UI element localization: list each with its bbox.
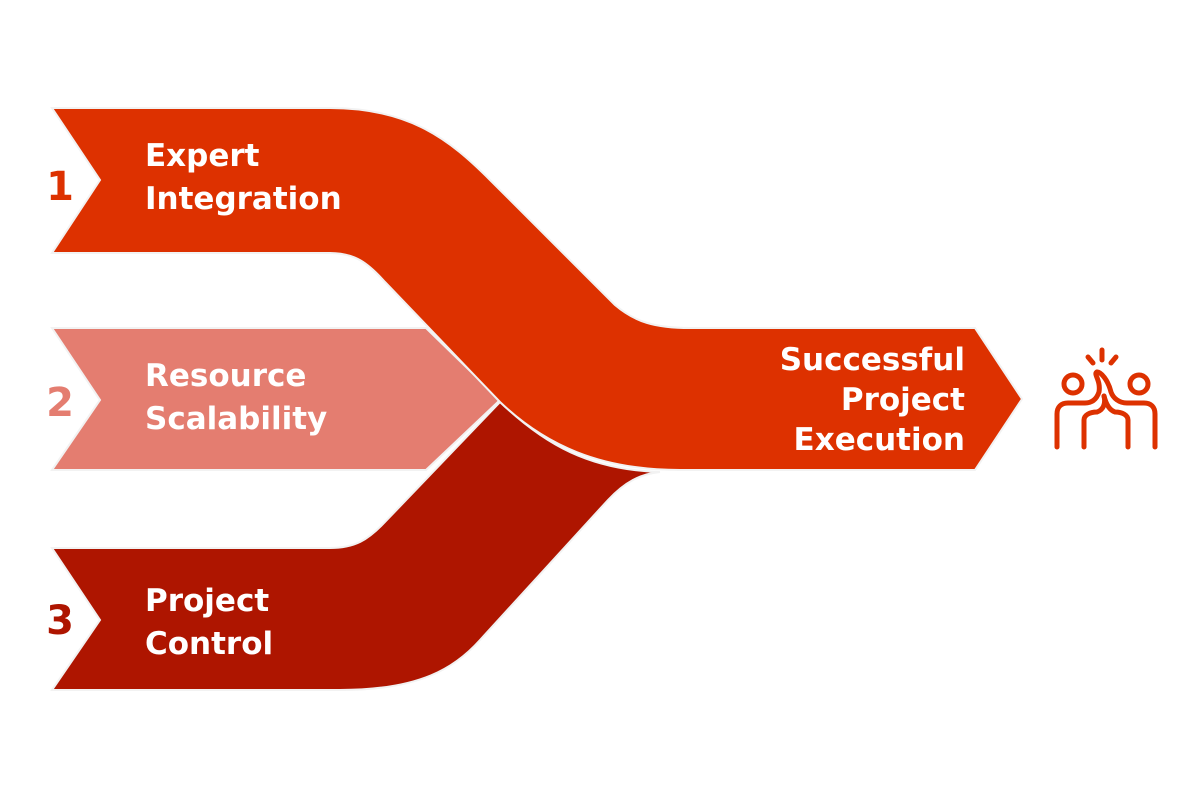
band-expert-integration[interactable] bbox=[50, 107, 1024, 471]
band-project-control bbox=[50, 400, 661, 691]
outcome-line1: Successful bbox=[780, 342, 965, 378]
step-number-1: 1 bbox=[46, 164, 74, 210]
input-2-line1: Resource bbox=[145, 358, 306, 394]
input-2-line2: Scalability bbox=[145, 401, 327, 437]
step-number-2: 2 bbox=[46, 380, 74, 426]
outcome-line3: Execution bbox=[794, 422, 965, 458]
step-number-3: 3 bbox=[46, 598, 74, 644]
band-resource-scalability bbox=[50, 327, 502, 471]
input-1-line1: Expert bbox=[145, 138, 260, 174]
input-3-line2: Control bbox=[145, 626, 273, 662]
input-3-line1: Project bbox=[145, 583, 269, 619]
outcome-line2: Project bbox=[841, 382, 965, 418]
input-1-line2: Integration bbox=[145, 181, 342, 217]
high-five-icon bbox=[1054, 347, 1158, 450]
